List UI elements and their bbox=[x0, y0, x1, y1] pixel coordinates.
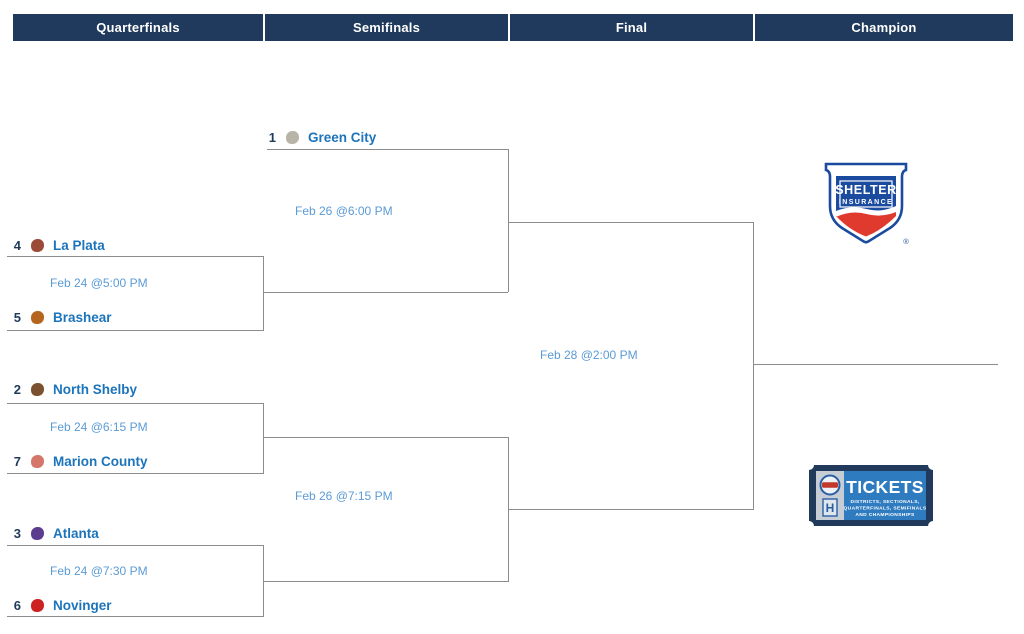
green-city-mascot-icon bbox=[286, 131, 299, 144]
seed-number: 5 bbox=[13, 310, 21, 325]
qf2-winner-line bbox=[263, 437, 508, 438]
shelter-word: SHELTER bbox=[835, 183, 897, 197]
semifinal2-game-time: Feb 26 @7:15 PM bbox=[295, 489, 393, 503]
seed-number: 2 bbox=[13, 382, 21, 397]
qf1-top-line bbox=[7, 256, 263, 257]
champion-line bbox=[753, 364, 998, 365]
tickets-banner[interactable]: H TICKETS DISTRICTS, SECTIONALS, QUARTER… bbox=[804, 460, 938, 531]
qf1-game-time: Feb 24 @5:00 PM bbox=[50, 276, 148, 290]
brashear-mascot-icon bbox=[31, 311, 44, 324]
semifinal1-winner-line bbox=[508, 222, 753, 223]
h-emblem-letter: H bbox=[826, 501, 835, 515]
final-vertical bbox=[753, 222, 754, 510]
team-link-la-plata[interactable]: La Plata bbox=[53, 238, 105, 253]
insurance-word: INSURANCE bbox=[839, 199, 893, 206]
qf2-bottom-line bbox=[7, 473, 263, 474]
column-header-final: Final bbox=[510, 14, 753, 41]
qf1-vertical bbox=[263, 256, 264, 331]
shelter-insurance-logo[interactable]: SHELTER INSURANCE ® bbox=[822, 162, 912, 248]
final-game-time: Feb 28 @2:00 PM bbox=[540, 348, 638, 362]
team-link-novinger[interactable]: Novinger bbox=[53, 598, 112, 613]
shelter-shield-icon: SHELTER INSURANCE ® bbox=[824, 162, 909, 246]
north-shelby-mascot-icon bbox=[31, 383, 44, 396]
semifinal2-winner-line bbox=[508, 509, 753, 510]
team-link-green-city[interactable]: Green City bbox=[308, 130, 377, 145]
semifinal1-game-time: Feb 26 @6:00 PM bbox=[295, 204, 393, 218]
atlanta-mascot-icon bbox=[31, 527, 44, 540]
h-emblem-icon bbox=[822, 498, 838, 517]
team-row-brashear: 5 Brashear bbox=[12, 309, 112, 326]
tickets-title: TICKETS bbox=[846, 477, 924, 497]
tickets-subtitle-line3: AND CHAMPIONSHIPS bbox=[855, 512, 915, 518]
tickets-subtitle-line1: DISTRICTS, SECTIONALS, bbox=[850, 499, 919, 505]
team-link-marion-county[interactable]: Marion County bbox=[53, 454, 148, 469]
team-row-marion-county: 7 Marion County bbox=[12, 453, 148, 470]
qf2-top-line bbox=[7, 403, 263, 404]
seed-number: 3 bbox=[13, 526, 21, 541]
seed-number: 7 bbox=[13, 454, 21, 469]
team-link-atlanta[interactable]: Atlanta bbox=[53, 526, 99, 541]
team-row-atlanta: 3 Atlanta bbox=[12, 525, 99, 542]
qf3-bottom-line bbox=[7, 616, 263, 617]
qf2-vertical bbox=[263, 403, 264, 474]
column-header-champion: Champion bbox=[755, 14, 1013, 41]
ticket-icon: H TICKETS DISTRICTS, SECTIONALS, QUARTER… bbox=[804, 460, 938, 531]
team-row-novinger: 6 Novinger bbox=[12, 597, 112, 614]
column-header-quarterfinals: Quarterfinals bbox=[13, 14, 263, 41]
qf3-top-line bbox=[7, 545, 263, 546]
seed-number: 4 bbox=[13, 238, 21, 253]
qf2-game-time: Feb 24 @6:15 PM bbox=[50, 420, 148, 434]
novinger-mascot-icon bbox=[31, 599, 44, 612]
team-link-north-shelby[interactable]: North Shelby bbox=[53, 382, 138, 397]
qf3-winner-line bbox=[263, 581, 508, 582]
team-row-green-city: 1 Green City bbox=[267, 129, 377, 146]
column-header-semifinals: Semifinals bbox=[265, 14, 508, 41]
semifinal1-vertical bbox=[508, 149, 509, 292]
team-row-north-shelby: 2 North Shelby bbox=[12, 381, 137, 398]
la-plata-mascot-icon bbox=[31, 239, 44, 252]
seed-number: 1 bbox=[268, 130, 276, 145]
qf1-bottom-line bbox=[7, 330, 263, 331]
green-city-baseline bbox=[267, 149, 508, 150]
team-row-la-plata: 4 La Plata bbox=[12, 237, 105, 254]
team-link-brashear[interactable]: Brashear bbox=[53, 310, 112, 325]
qf1-winner-line bbox=[263, 292, 508, 293]
marion-county-mascot-icon bbox=[31, 455, 44, 468]
registered-mark: ® bbox=[903, 237, 909, 246]
tickets-subtitle-line2: QUARTERFINALS, SEMIFINALS bbox=[844, 506, 927, 512]
qf3-game-time: Feb 24 @7:30 PM bbox=[50, 564, 148, 578]
seed-number: 6 bbox=[13, 598, 21, 613]
